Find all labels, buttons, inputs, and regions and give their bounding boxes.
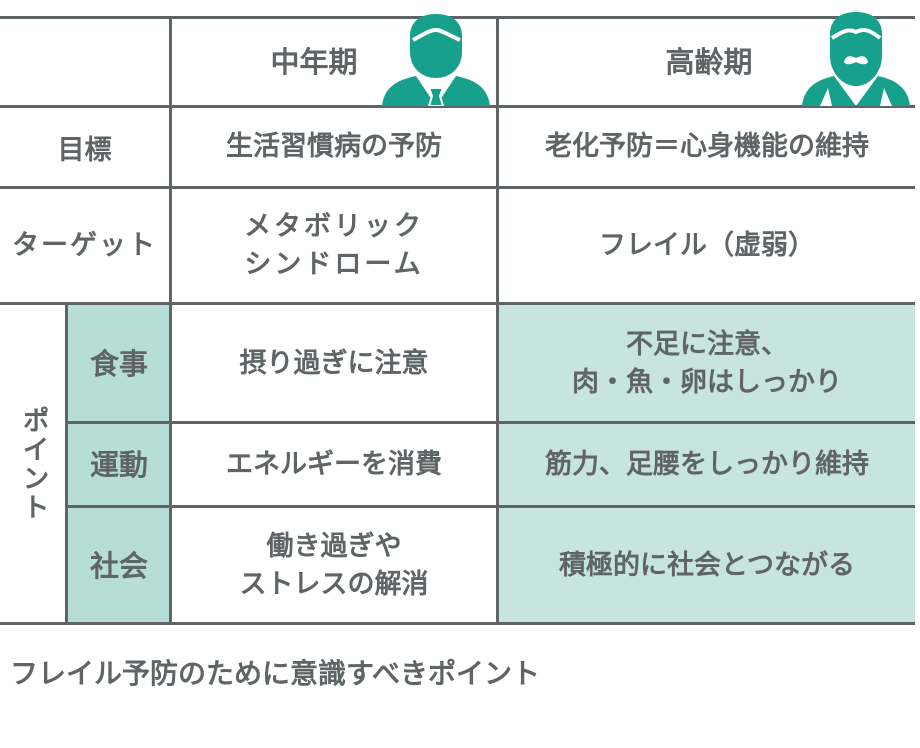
- figure-caption: フレイル予防のために意識すべきポイント: [10, 657, 541, 690]
- header-elderly-label: 高齢期: [665, 45, 753, 79]
- table-top-border: [0, 16, 915, 19]
- elderly-bg-points: [499, 305, 915, 623]
- social-elderly: 積極的に社会とつながる: [559, 549, 855, 581]
- social-middle-age: 働き過ぎや ストレスの解消: [239, 530, 429, 600]
- target-middle-age: メタボリック シンドローム: [244, 210, 424, 280]
- points-label-social: 社会: [89, 548, 148, 583]
- row-label-target: ターゲット: [12, 229, 157, 261]
- row-divider: [66, 505, 915, 508]
- goal-middle-age: 生活習慣病の予防: [226, 131, 442, 162]
- header-middle-age-label: 中年期: [270, 45, 358, 79]
- header-middle-age: 中年期: [172, 18, 496, 106]
- bearded-elder-icon: [802, 12, 910, 106]
- goal-elderly: 老化予防＝心身機能の維持: [545, 131, 869, 162]
- diet-middle-age: 摂り過ぎに注意: [239, 347, 429, 379]
- row-divider: [66, 421, 915, 424]
- businessman-icon: [382, 14, 490, 106]
- label-bg-social: [68, 508, 170, 623]
- label-bg-diet: [68, 305, 170, 422]
- col-divider: [496, 17, 499, 624]
- target-elderly: フレイル（虚弱）: [599, 229, 815, 261]
- label-bg-exercise: [68, 424, 170, 506]
- row-divider: [0, 105, 915, 108]
- row-label-points: ポイント: [17, 406, 49, 522]
- points-label-exercise: 運動: [89, 448, 148, 482]
- row-divider: [0, 186, 915, 189]
- row-label-goal: 目標: [57, 135, 112, 166]
- diet-elderly: 不足に注意、 肉・魚・卵はしっかり: [572, 328, 842, 398]
- table-bottom-border: [0, 622, 915, 625]
- col-divider: [169, 17, 172, 624]
- points-label-diet: 食事: [89, 346, 148, 381]
- exercise-elderly: 筋力、足腰をしっかり維持: [545, 449, 869, 480]
- exercise-middle-age: エネルギーを消費: [226, 449, 442, 480]
- col-divider: [65, 303, 68, 624]
- row-divider: [0, 302, 915, 305]
- header-elderly: 高齢期: [499, 18, 915, 106]
